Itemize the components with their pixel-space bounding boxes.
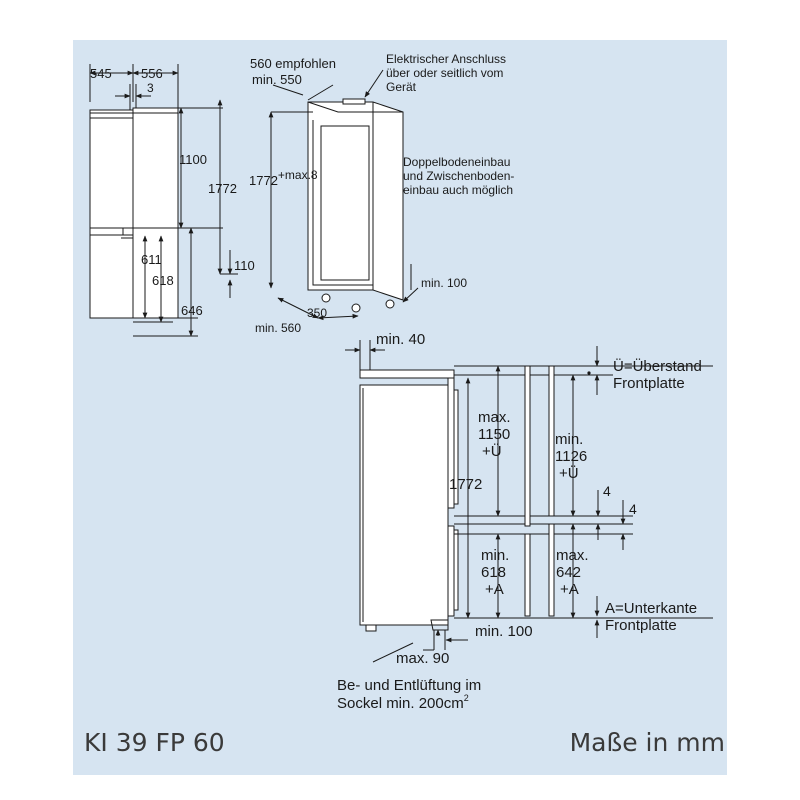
install-note-line3: einbau auch möglich <box>403 183 513 197</box>
electric-connection-line2: über oder seitlich vom <box>386 66 503 80</box>
install-note-line2: und Zwischenboden- <box>403 169 514 183</box>
model-number: KI 39 FP 60 <box>84 728 225 757</box>
lower-min-value: 618 <box>481 564 506 581</box>
dimension-drawing: 545 556 3 1100 1772 110 646 611 618 <box>89 52 713 712</box>
niche-view <box>268 69 419 321</box>
dim-646: 646 <box>181 303 203 318</box>
side-view-labels: 545 556 3 1100 1772 110 646 611 618 <box>90 66 255 318</box>
niche-depth-350: 350 <box>307 306 327 320</box>
dim-556: 556 <box>141 66 163 81</box>
upper-min-label: min. <box>555 431 583 448</box>
plinth-min: min. 100 <box>475 623 533 640</box>
appliance-side-view <box>89 64 238 337</box>
upper-min-plus: +Ü <box>559 464 579 482</box>
vent-note-line2: Sockel min. 200cm2 <box>337 693 469 712</box>
overhang-dot <box>587 371 591 375</box>
lower-max-label: max. <box>556 547 589 564</box>
dim-1100: 1100 <box>179 152 207 167</box>
upper-max-value: 1150 <box>478 426 510 443</box>
gap-a: 4 <box>603 483 611 499</box>
lower-min-plus: +A <box>485 581 504 598</box>
niche-depth-min: min. 560 <box>255 321 301 335</box>
niche-height: 1772+max.8 <box>249 168 318 188</box>
lower-max-plus: +A <box>560 581 579 598</box>
section-view <box>345 340 713 663</box>
dim-618: 618 <box>152 273 174 288</box>
dim-3: 3 <box>147 81 154 95</box>
drawing-sheet: 545 556 3 1100 1772 110 646 611 618 <box>73 40 727 775</box>
gap-b: 4 <box>629 501 637 517</box>
electric-connection-line1: Elektrischer Anschluss <box>386 52 506 66</box>
top-gap-min: min. 40 <box>376 331 425 348</box>
plinth-max: max. 90 <box>396 650 449 667</box>
upper-min-value: 1126 <box>555 448 587 465</box>
niche-view-labels: 560 empfohlen min. 550 Elektrischer Ansc… <box>249 52 514 335</box>
install-note-line1: Doppelbodeneinbau <box>403 155 510 169</box>
niche-width-recommended: 560 empfohlen <box>250 56 336 71</box>
upper-max-plus: +Ü <box>482 442 502 460</box>
lower-max-value: 642 <box>556 564 581 581</box>
bottom-definition-2: Frontplatte <box>605 617 677 634</box>
niche-vent-min: min. 100 <box>421 276 467 290</box>
section-view-labels: min. 40 Ü=Überstand Frontplatte max. 115… <box>337 331 702 712</box>
electric-connection-line3: Gerät <box>386 80 417 94</box>
dim-1772-small: 1772 <box>208 181 237 196</box>
dim-545: 545 <box>90 66 112 81</box>
dim-611: 611 <box>141 252 162 267</box>
vent-note-line1: Be- und Entlüftung im <box>337 677 481 694</box>
units-label: Maße in mm <box>569 728 725 757</box>
niche-width-min: min. 550 <box>252 72 302 87</box>
upper-max-label: max. <box>478 409 511 426</box>
overhang-definition: Ü=Überstand <box>613 357 702 375</box>
bottom-definition: A=Unterkante <box>605 600 697 617</box>
total-height: 1772 <box>449 476 482 493</box>
overhang-definition-2: Frontplatte <box>613 375 685 392</box>
dim-110: 110 <box>234 258 255 273</box>
lower-min-label: min. <box>481 547 509 564</box>
